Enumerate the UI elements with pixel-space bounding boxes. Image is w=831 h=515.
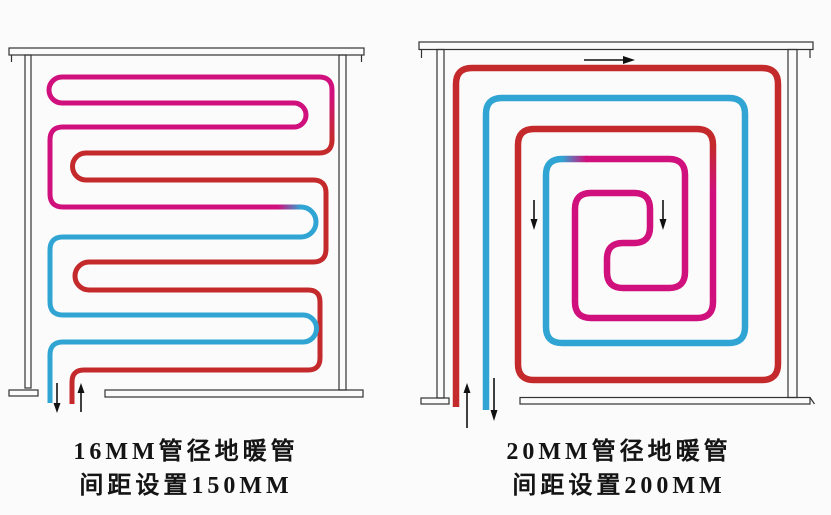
right-room-bottom-wall [519, 396, 811, 405]
left-pipe-supply-hot-segment [69, 139, 335, 404]
left-pipe-return-cool-segment [47, 204, 319, 403]
arrow-head [659, 219, 667, 230]
arrow-head [530, 219, 538, 230]
right-room-left-wall [436, 48, 445, 399]
right-inner-right-down-arrow-icon [659, 200, 667, 230]
arrow-head [53, 403, 61, 413]
right-supply-inlet-up-arrow-icon [463, 383, 471, 428]
arrow-head [623, 56, 635, 64]
arrow-head [490, 410, 498, 421]
left-room-top-wall [8, 47, 365, 56]
right-caption-line1: 20MM管径地暖管 [506, 439, 732, 465]
right-inner-left-down-arrow-icon [530, 200, 538, 230]
right-diagram-caption: 20MM管径地暖管 间距设置200MM [459, 435, 779, 503]
right-room-left-wall-foot [420, 397, 450, 405]
left-supply-inlet-up-arrow-icon [77, 383, 85, 412]
right-pipe-supply-hot-segment [452, 64, 782, 407]
right-top-flow-right-arrow-icon [584, 56, 635, 64]
left-pipe-warm-segment [46, 74, 335, 210]
arrow-head [77, 383, 85, 393]
left-room-bottom-wall [104, 389, 364, 398]
left-room-right-wall [338, 54, 347, 391]
right-return-outlet-down-arrow-icon [490, 378, 498, 421]
right-pipe-warm-segment [571, 155, 717, 322]
arrow-head [463, 383, 471, 393]
left-room-left-wall-foot [8, 389, 39, 397]
right-room-bottom-wall-break-tick [809, 397, 815, 405]
right-room-top-wall [418, 41, 814, 51]
left-floor-heating-diagram [8, 47, 365, 413]
left-caption-line1: 16MM管径地暖管 [73, 439, 299, 465]
right-pipe-return-cool-segment [482, 94, 749, 410]
right-floor-heating-diagram [418, 41, 815, 428]
left-room-left-wall [24, 54, 32, 389]
right-caption-line2: 间距设置200MM [512, 473, 726, 499]
left-diagram-caption: 16MM管径地暖管 间距设置150MM [26, 435, 346, 503]
left-return-outlet-down-arrow-icon [53, 383, 61, 413]
left-caption-line2: 间距设置150MM [79, 473, 293, 499]
right-room-right-wall [787, 48, 798, 399]
